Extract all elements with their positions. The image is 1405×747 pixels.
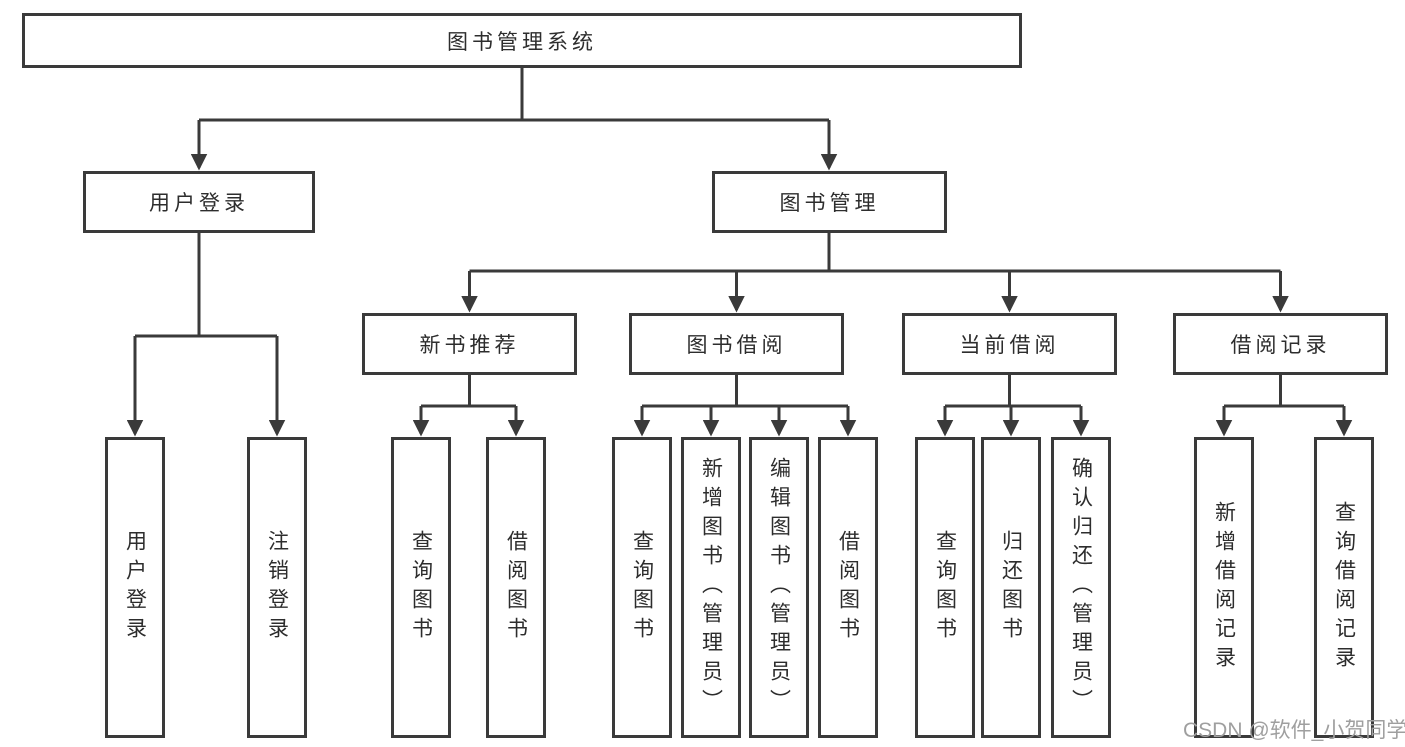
leaf-borrow-books-label: 借阅图书 — [836, 529, 860, 646]
connector-borrowing-records-to-leaves — [1215, 375, 1353, 437]
leaf-edit-book-admin-label: 编辑图书（管理员） — [767, 457, 791, 718]
leaf-query-books-recommend: 查询图书 — [391, 437, 451, 738]
connector-current-borrowing-to-leaves — [936, 375, 1090, 437]
connector-book-borrowing-to-leaves — [633, 375, 857, 437]
leaf-borrow-books-recommend: 借阅图书 — [486, 437, 546, 738]
leaf-add-borrow-record-label: 新增借阅记录 — [1212, 500, 1236, 675]
leaf-query-books-borrowing: 查询图书 — [612, 437, 672, 738]
node-current-borrowing: 当前借阅 — [902, 313, 1117, 375]
leaf-query-borrow-record-label: 查询借阅记录 — [1332, 500, 1356, 675]
connector-user-login-to-leaves — [126, 233, 286, 437]
leaf-query-books-current: 查询图书 — [915, 437, 975, 738]
node-book-management: 图书管理 — [712, 171, 947, 233]
leaf-query-books-recommend-label: 查询图书 — [409, 529, 433, 646]
node-book-management-label: 图书管理 — [779, 192, 880, 215]
node-book-borrowing: 图书借阅 — [629, 313, 844, 375]
connector-new-books-to-leaves — [412, 375, 525, 437]
node-current-borrowing-label: 当前借阅 — [959, 334, 1060, 357]
leaf-query-books-borrowing-label: 查询图书 — [630, 529, 654, 646]
connector-root-to-level2 — [190, 68, 838, 171]
leaf-logout-label: 注销登录 — [265, 529, 289, 646]
leaf-borrow-books-recommend-label: 借阅图书 — [504, 529, 528, 646]
leaf-logout: 注销登录 — [247, 437, 307, 738]
leaf-add-book-admin: 新增图书（管理员） — [681, 437, 741, 738]
leaf-return-books-label: 归还图书 — [999, 529, 1023, 646]
connector-book-management-to-level3 — [461, 233, 1289, 313]
leaf-query-books-current-label: 查询图书 — [933, 529, 957, 646]
leaf-return-books: 归还图书 — [981, 437, 1041, 738]
leaf-confirm-return-admin-label: 确认归还（管理员） — [1069, 457, 1093, 718]
node-user-login-label: 用户登录 — [149, 192, 249, 215]
leaf-borrow-books: 借阅图书 — [818, 437, 878, 738]
leaf-query-borrow-record: 查询借阅记录 — [1314, 437, 1374, 738]
node-new-book-recommend: 新书推荐 — [362, 313, 577, 375]
leaf-user-login: 用户登录 — [105, 437, 165, 738]
node-new-book-recommend-label: 新书推荐 — [419, 334, 520, 357]
node-book-borrowing-label: 图书借阅 — [686, 334, 787, 357]
node-root: 图书管理系统 — [22, 13, 1022, 68]
node-user-login: 用户登录 — [83, 171, 315, 233]
leaf-add-book-admin-label: 新增图书（管理员） — [699, 457, 723, 718]
leaf-edit-book-admin: 编辑图书（管理员） — [749, 437, 809, 738]
leaf-user-login-label: 用户登录 — [123, 529, 147, 646]
leaf-confirm-return-admin: 确认归还（管理员） — [1051, 437, 1111, 738]
node-root-label: 图书管理系统 — [447, 30, 597, 54]
csdn-watermark: CSDN @软件_小贺同学 — [1183, 719, 1405, 742]
node-borrowing-records: 借阅记录 — [1173, 313, 1388, 375]
leaf-add-borrow-record: 新增借阅记录 — [1194, 437, 1254, 738]
node-borrowing-records-label: 借阅记录 — [1230, 334, 1331, 357]
